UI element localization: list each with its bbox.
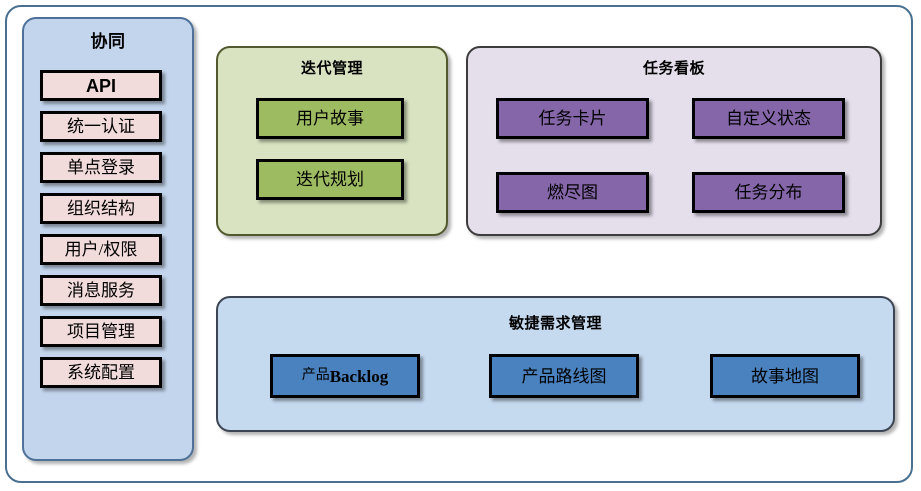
node-single-sign-on[interactable]: 单点登录 xyxy=(40,152,162,183)
node-task-distribution[interactable]: 任务分布 xyxy=(692,172,845,213)
panel-task-board-title: 任务看板 xyxy=(642,60,705,77)
panel-agile-requirement-management-title: 敏捷需求管理 xyxy=(508,315,602,332)
node-unified-auth[interactable]: 统一认证 xyxy=(40,111,162,142)
node-system-config[interactable]: 系统配置 xyxy=(40,357,162,388)
node-product-backlog-suffix: Backlog xyxy=(329,366,389,386)
node-api[interactable]: API xyxy=(40,70,162,101)
panel-iteration-management[interactable]: 迭代管理 用户故事 迭代规划 xyxy=(216,46,448,236)
node-task-card[interactable]: 任务卡片 xyxy=(496,98,649,139)
node-user-story[interactable]: 用户故事 xyxy=(256,98,404,139)
node-project-management[interactable]: 项目管理 xyxy=(40,316,162,347)
node-user-permission[interactable]: 用户/权限 xyxy=(40,234,162,265)
node-product-backlog-prefix: 产品 xyxy=(301,368,330,383)
panel-task-board[interactable]: 任务看板 任务卡片 自定义状态 燃尽图 任务分布 xyxy=(466,46,882,236)
panel-collaboration[interactable]: 协同 API 统一认证 单点登录 组织结构 用户/权限 消息服务 项目管理 系统… xyxy=(22,17,194,461)
node-story-map[interactable]: 故事地图 xyxy=(710,354,860,398)
panel-collaboration-title: 协同 xyxy=(90,32,126,51)
node-org-structure[interactable]: 组织结构 xyxy=(40,193,162,224)
node-product-roadmap[interactable]: 产品路线图 xyxy=(489,354,639,398)
node-message-service[interactable]: 消息服务 xyxy=(40,275,162,306)
panel-iteration-management-title: 迭代管理 xyxy=(300,60,363,77)
node-custom-status[interactable]: 自定义状态 xyxy=(692,98,845,139)
outer-frame xyxy=(5,5,913,483)
node-iteration-planning[interactable]: 迭代规划 xyxy=(256,159,404,200)
node-burndown-chart[interactable]: 燃尽图 xyxy=(496,172,649,213)
